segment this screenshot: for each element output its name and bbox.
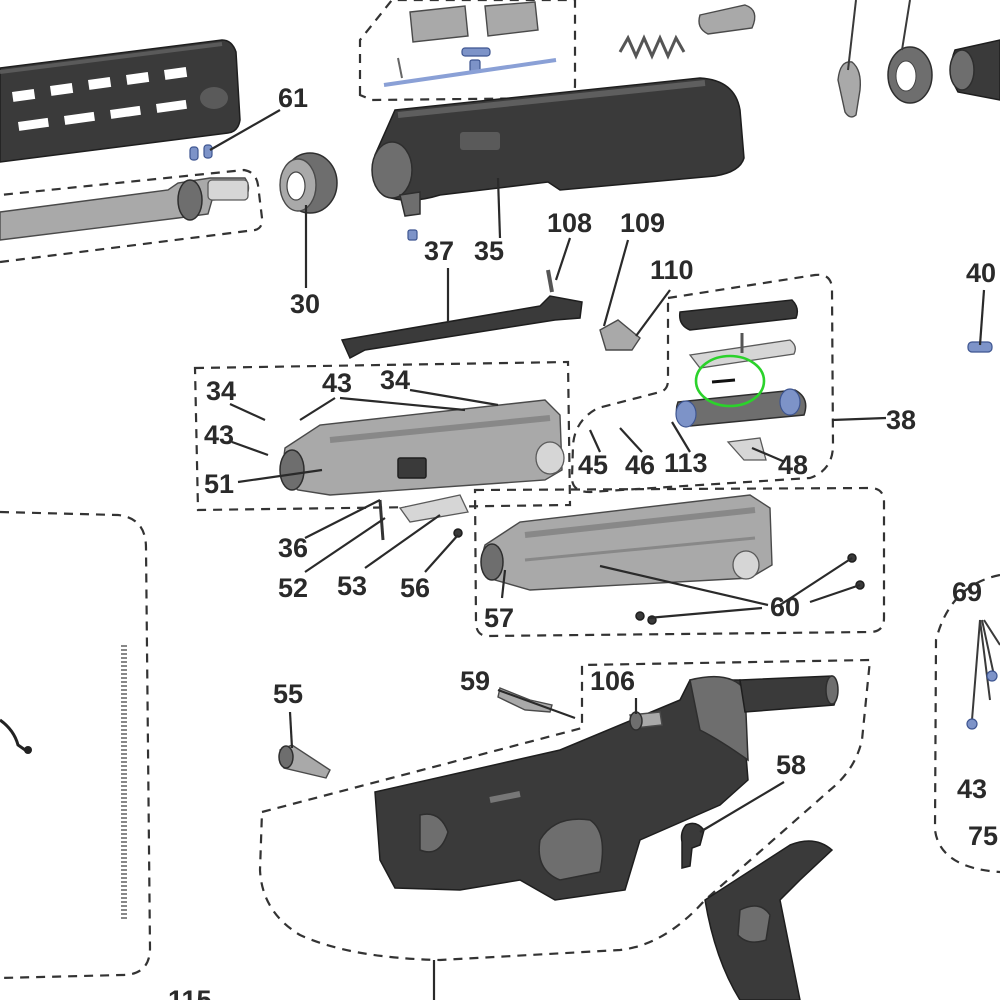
spring-and-pin-part <box>618 4 756 60</box>
group-boundary-spring <box>0 510 152 980</box>
bolt-group-parts <box>675 299 807 461</box>
left-edge-parts <box>0 718 32 754</box>
label-38: 38 <box>886 405 916 435</box>
pins-69-part <box>966 619 1000 730</box>
label-58: 58 <box>776 750 806 780</box>
label-43-right: 43 <box>957 774 987 804</box>
barrel-nut-30-part <box>279 152 338 214</box>
label-109: 109 <box>620 208 665 238</box>
lower-small-parts <box>278 687 705 869</box>
lower-receiver-part <box>374 675 839 901</box>
label-51: 51 <box>204 469 234 499</box>
bolt-carrier-51-part <box>279 399 565 496</box>
label-43-top: 43 <box>322 368 352 398</box>
highlight-circle <box>694 354 766 408</box>
label-43-left: 43 <box>204 420 234 450</box>
handguard-part <box>0 39 241 163</box>
label-69: 69 <box>952 577 982 607</box>
group-boundary-bolt-carrier <box>193 360 572 512</box>
label-55: 55 <box>273 679 303 709</box>
carrier-small-parts <box>378 494 469 541</box>
label-106: 106 <box>590 666 635 696</box>
group-boundary-upper-rail <box>473 486 886 638</box>
label-45: 45 <box>578 450 608 480</box>
group-boundary-pins <box>933 573 1000 874</box>
label-30: 30 <box>290 289 320 319</box>
label-108: 108 <box>547 208 592 238</box>
label-35: 35 <box>474 236 504 266</box>
upper-receiver-35-part <box>371 77 745 241</box>
label-115: 115 <box>168 985 212 1000</box>
charging-handle-37-part <box>340 269 641 360</box>
label-37: 37 <box>424 236 454 266</box>
label-113: 113 <box>664 448 708 478</box>
leader-lines <box>209 109 986 1000</box>
label-34-top: 34 <box>380 365 410 395</box>
label-110: 110 <box>650 255 694 285</box>
label-59: 59 <box>460 666 490 696</box>
label-60: 60 <box>770 592 800 622</box>
ejection-cover-part <box>383 1 557 87</box>
screw-61-part <box>189 144 213 161</box>
label-75: 75 <box>968 821 998 851</box>
label-46: 46 <box>625 450 655 480</box>
label-36: 36 <box>278 533 308 563</box>
label-53: 53 <box>337 571 367 601</box>
label-40: 40 <box>966 258 996 288</box>
callout-labels: 61 37 35 30 108 109 110 40 34 43 34 43 5… <box>168 83 998 1000</box>
rail-57-part <box>480 494 773 591</box>
label-57: 57 <box>484 603 514 633</box>
top-right-parts <box>837 0 1000 118</box>
group-boundary-barrel <box>0 168 264 264</box>
label-34-left: 34 <box>206 376 236 406</box>
pistol-grip-part <box>704 840 834 1000</box>
label-48: 48 <box>778 450 808 480</box>
label-52: 52 <box>278 573 308 603</box>
label-56: 56 <box>400 573 430 603</box>
barrel-part <box>0 177 250 241</box>
label-61: 61 <box>278 83 308 113</box>
